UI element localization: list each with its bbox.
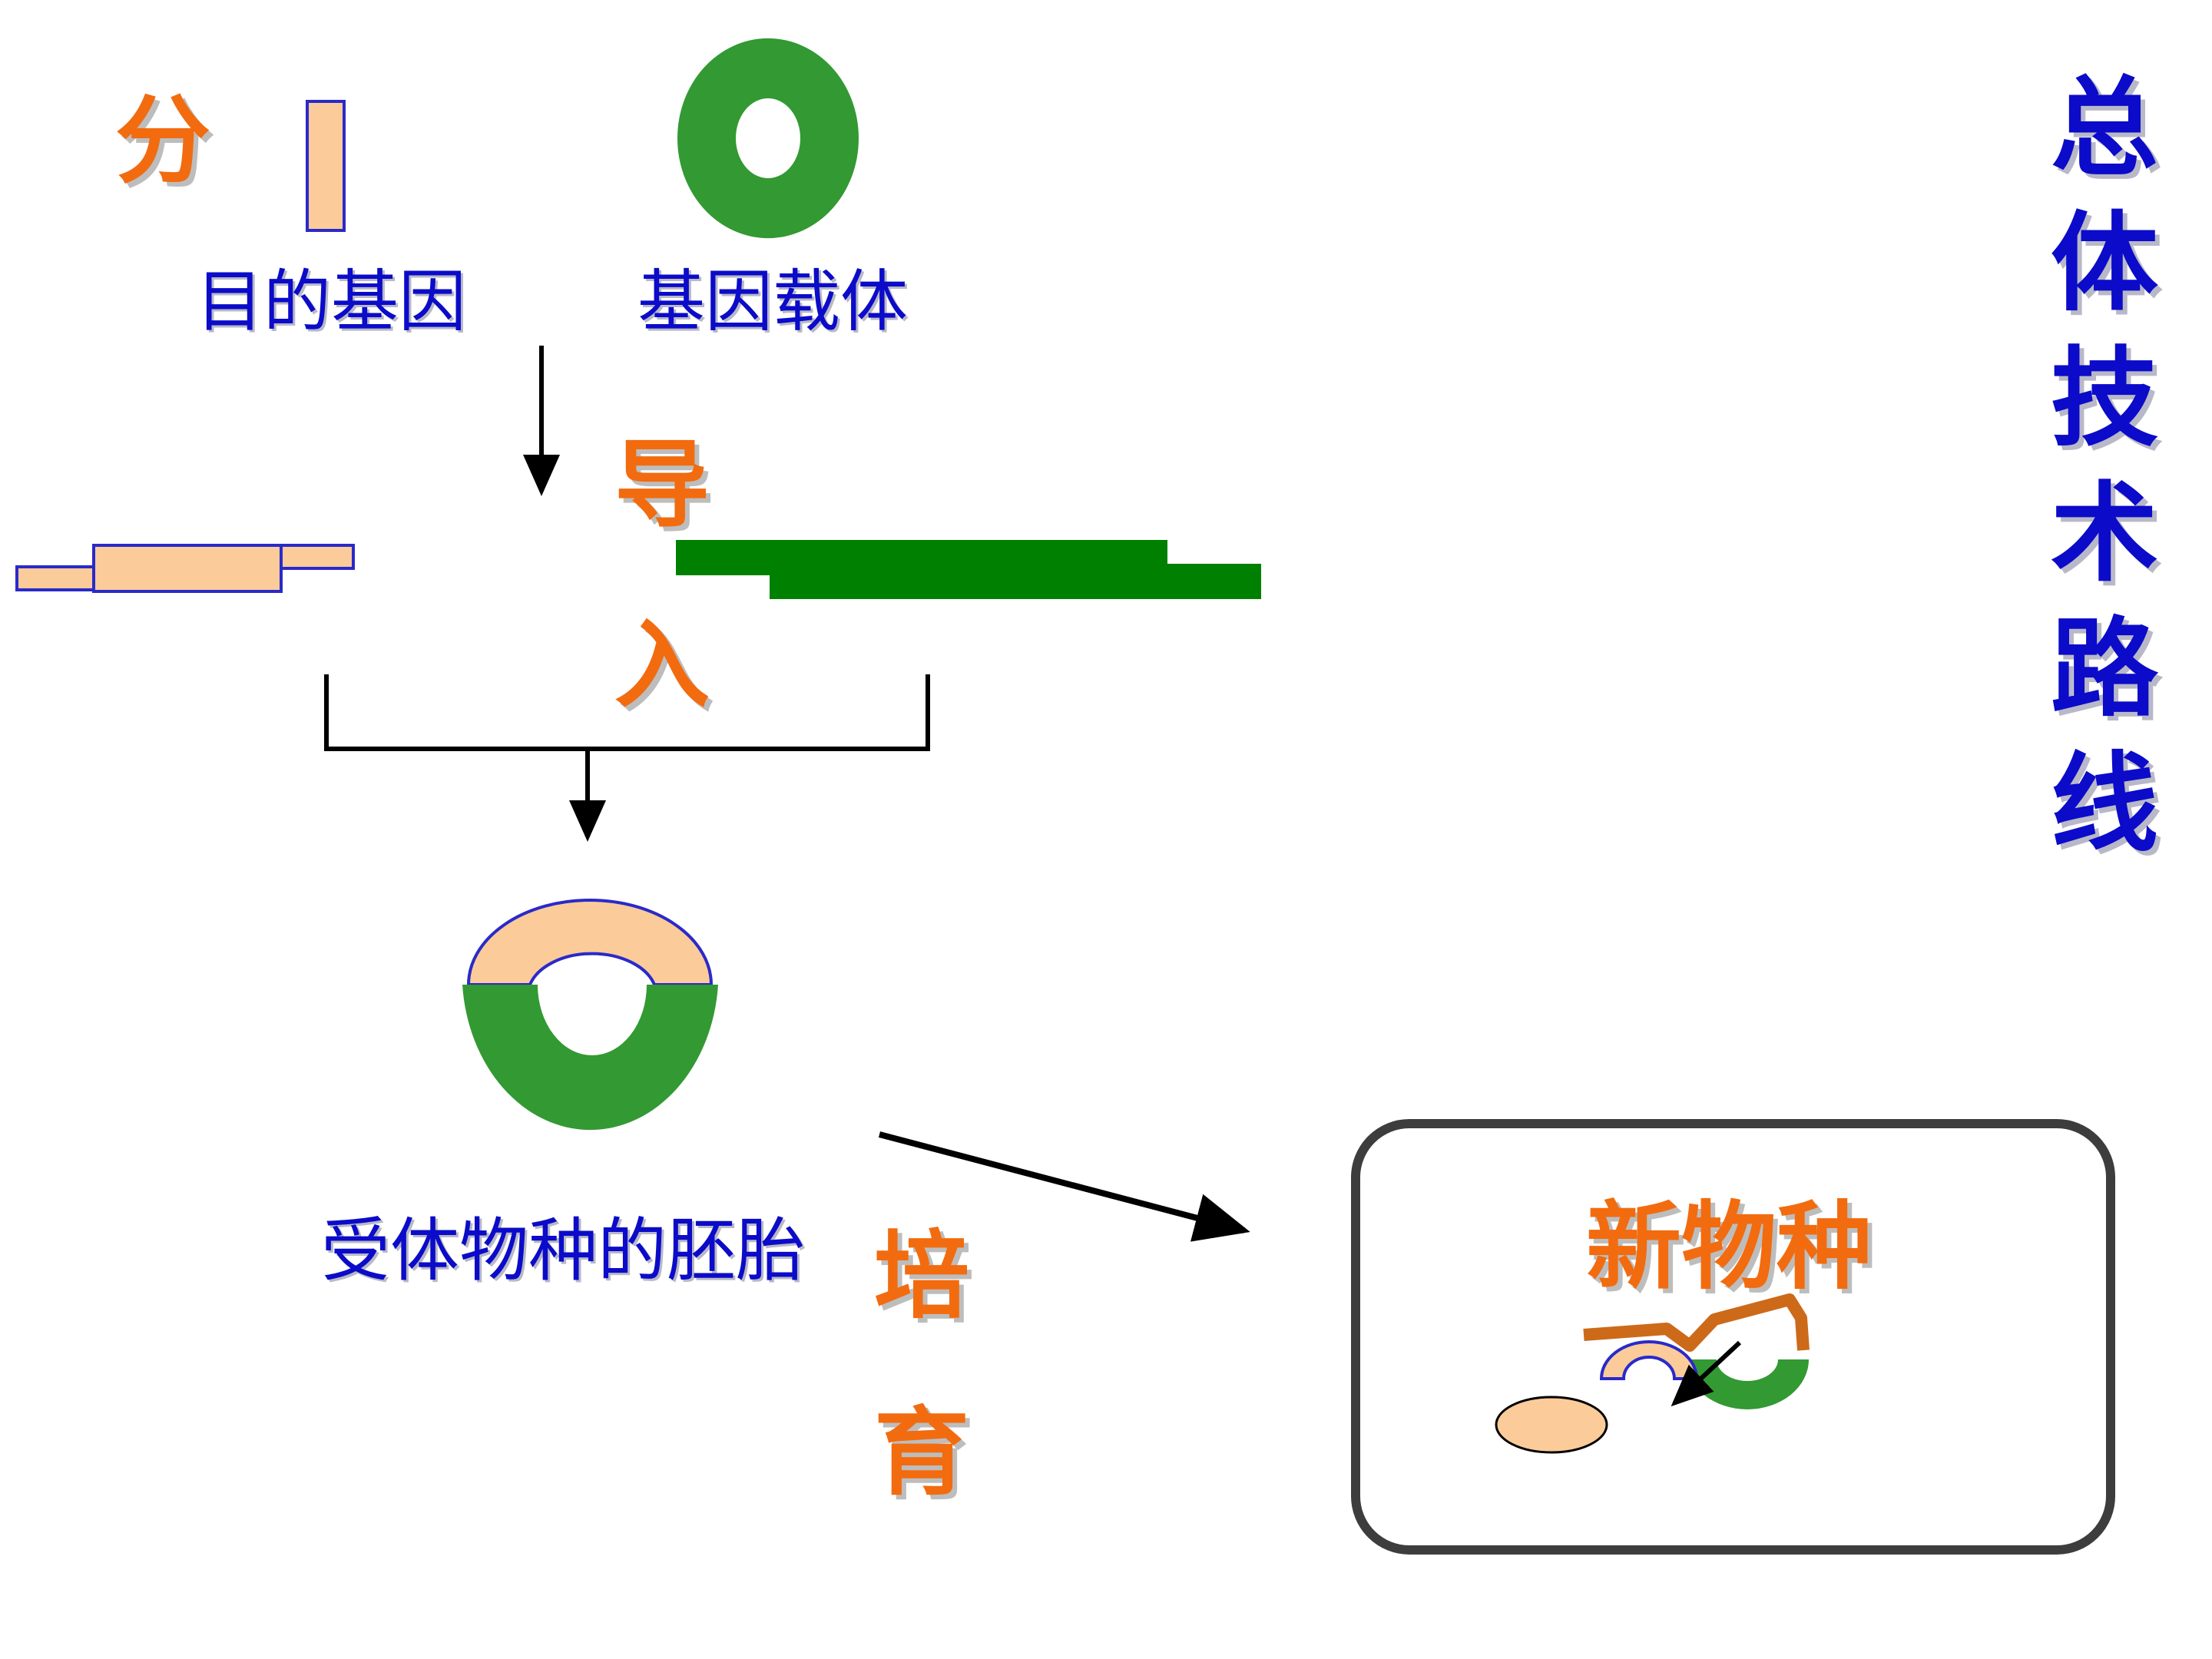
join-bracket: [324, 674, 930, 751]
title-char: 技: [2050, 336, 2158, 462]
title-char: 线: [2050, 742, 2158, 867]
title-char: 体: [2050, 201, 2158, 326]
target-gene-bar: [306, 100, 346, 232]
vertical-title: 总 体 技 术 路 线: [2039, 61, 2170, 873]
cut-gene-fragment: [15, 544, 355, 593]
step-culture-1: 培: [874, 1221, 970, 1332]
label-gene-vector: 基因载体: [637, 262, 909, 341]
arrow-to-new-species: [878, 1131, 1250, 1242]
recombinant-arch: [462, 899, 718, 1131]
label-new-species: 新物种: [1586, 1192, 1873, 1303]
new-species-box: [1351, 1119, 2115, 1555]
title-char: 术: [2050, 472, 2158, 597]
title-char: 路: [2050, 607, 2158, 732]
gene-vector-ring: [677, 38, 859, 239]
cut-vector-fragment: [676, 540, 1261, 599]
step-import-2: 入: [614, 611, 710, 721]
label-target-gene: 目的基因: [196, 262, 467, 341]
step-separate: 分: [115, 86, 211, 197]
step-import-1: 导: [614, 430, 710, 541]
label-recipient-embryo: 受体物种的胚胎: [321, 1210, 805, 1291]
title-char: 总: [2050, 66, 2158, 191]
step-culture-2: 育: [874, 1398, 970, 1508]
new-species-illustration: [1495, 1293, 1810, 1454]
